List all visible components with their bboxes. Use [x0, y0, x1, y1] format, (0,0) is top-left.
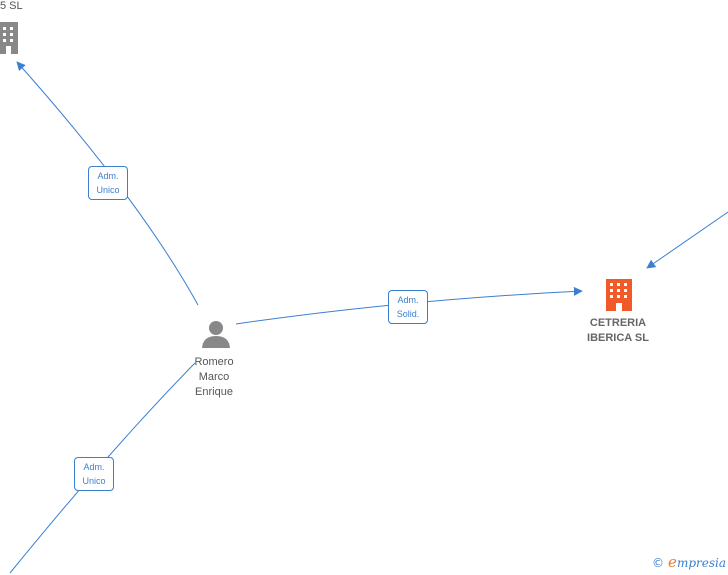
- person-name[interactable]: Romero Marco Enrique: [194, 356, 234, 398]
- copyright-icon: ©: [652, 556, 665, 570]
- brand-logo-text: mpresia: [676, 556, 726, 570]
- brand-logo-initial: e: [668, 553, 677, 571]
- person-icon[interactable]: [202, 321, 230, 348]
- building-icon[interactable]: [606, 279, 632, 311]
- top-company-name[interactable]: 5 SL: [0, 0, 23, 12]
- edge-label-adm-unico-bottom[interactable]: Adm. Unico: [74, 457, 114, 491]
- building-icon[interactable]: [0, 22, 18, 54]
- edge-label-adm-unico-top[interactable]: Adm. Unico: [88, 166, 128, 200]
- edge-offscreen-right-to-cetreria: [646, 211, 728, 269]
- main-company-name[interactable]: CETRERIA IBERICA SL: [587, 317, 649, 344]
- edge-label-adm-solid[interactable]: Adm. Solid.: [388, 290, 428, 324]
- footer-brand: ©empresia: [652, 553, 726, 571]
